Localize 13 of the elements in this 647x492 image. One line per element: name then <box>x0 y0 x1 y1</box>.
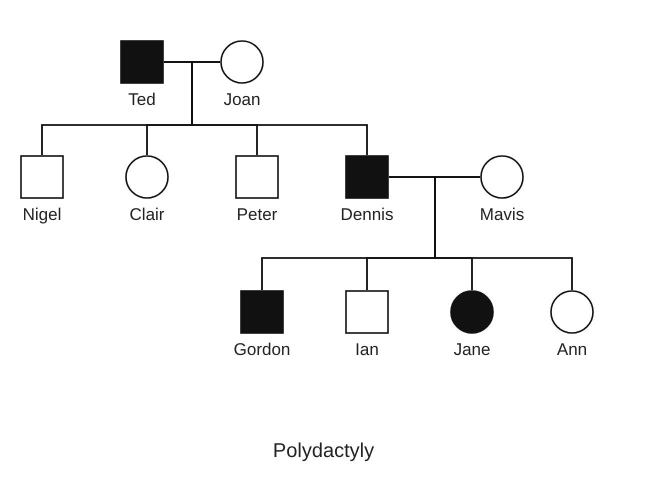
person-name: Clair <box>130 205 164 225</box>
person-name: Mavis <box>480 205 524 225</box>
person-name: Joan <box>224 90 260 110</box>
person-name: Ted <box>128 90 156 110</box>
descent-line <box>434 176 573 290</box>
person-name: Jane <box>454 340 490 360</box>
person-name: Peter <box>236 205 278 225</box>
person-name: Dennis <box>340 205 394 225</box>
person-name: Ian <box>355 340 379 360</box>
caption: Polydactyly <box>272 440 374 462</box>
person-name: Ann <box>556 340 588 360</box>
person-name: Gordon <box>234 340 290 360</box>
person-name: Nigel <box>22 205 62 225</box>
